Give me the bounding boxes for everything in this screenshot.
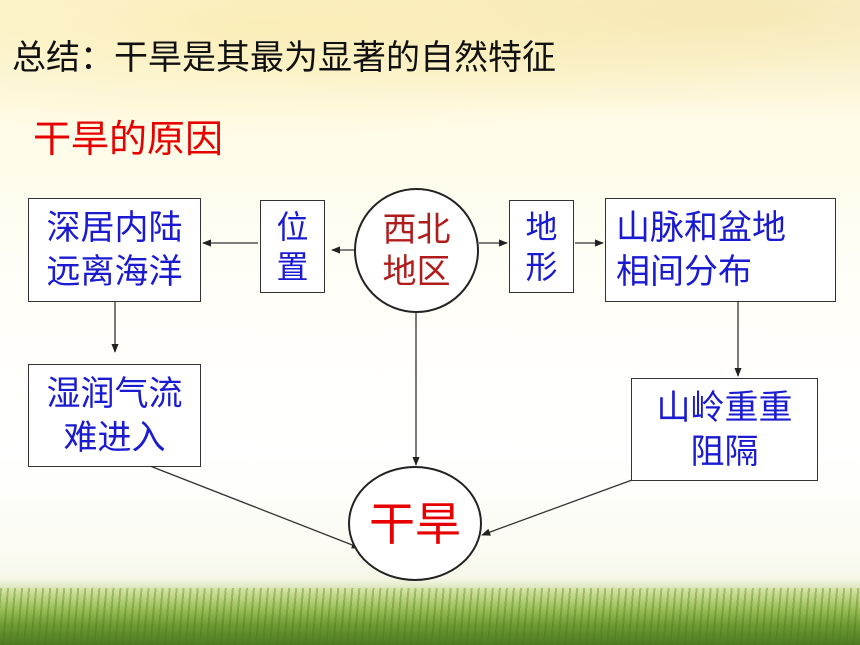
center-node: 西北 地区	[354, 188, 479, 313]
inland-line-1: 深居内陆	[46, 208, 183, 248]
mountains-basins-box: 山脉和盆地 相间分布	[605, 198, 836, 302]
location-line-1: 位	[276, 207, 309, 246]
mountains-basins-line-1: 山脉和盆地	[616, 208, 786, 248]
result-node: 干旱	[348, 466, 482, 581]
mountain-barrier-box: 山岭重重 阻隔	[631, 378, 818, 481]
result-label: 干旱	[369, 496, 461, 551]
center-line-2: 地区	[382, 251, 451, 292]
mountain-barrier-line-1: 山岭重重	[656, 387, 793, 428]
terrain-line-2: 形	[525, 247, 558, 286]
terrain-box: 地 形	[509, 200, 574, 293]
section-title: 干旱的原因	[33, 117, 224, 161]
arrow-barrier-to-result	[481, 479, 633, 536]
moist-air-box: 湿润气流 难进入	[28, 364, 201, 467]
mountain-barrier-line-2: 阻隔	[690, 431, 759, 472]
grass-strip	[0, 588, 860, 645]
arrow-moist-air-to-result	[149, 465, 361, 549]
center-line-1: 西北	[382, 209, 451, 250]
inland-box: 深居内陆 远离海洋	[28, 198, 201, 302]
location-line-2: 置	[276, 247, 309, 286]
location-box: 位 置	[260, 200, 325, 293]
inland-line-2: 远离海洋	[46, 252, 183, 292]
moist-air-line-1: 湿润气流	[46, 373, 183, 414]
slide-heading: 总结：干旱是其最为显著的自然特征	[12, 38, 556, 78]
background-glow	[0, 0, 860, 140]
moist-air-line-2: 难进入	[63, 417, 166, 458]
mountains-basins-line-2: 相间分布	[616, 252, 752, 292]
terrain-line-1: 地	[525, 207, 558, 246]
